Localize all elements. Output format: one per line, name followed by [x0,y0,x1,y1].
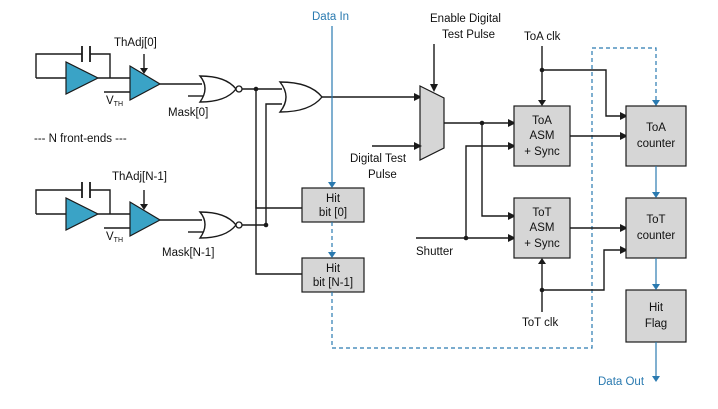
hit-bit-n-1-line1: Hit [326,263,341,275]
capacitor-icon [81,46,91,62]
enable-test-pulse-line1: Enable Digital [430,13,501,25]
tot-counter-line2: counter [637,230,676,242]
nor-gate-icon [198,211,237,239]
hit-bit-n-1-block [301,257,365,293]
capacitor-icon [81,182,91,198]
hit-flag-line1: Hit [649,302,664,314]
thadj-n-1-label: ThAdj[N-1] [112,171,167,183]
preamp-icon [65,61,100,95]
hit-flag-block [625,289,687,343]
discriminator-icon [129,64,162,101]
toa-counter-line2: counter [637,138,676,150]
mask-0-label: Mask[0] [168,107,208,119]
hit-bit-0-line2: bit [0] [319,207,347,219]
thadj-0-label: ThAdj[0] [114,37,157,49]
discriminator-icon [129,200,162,237]
n-front-ends-label: --- N front-ends --- [34,133,127,145]
front-end-0: ThAdj[0] VTH Mask[0] [35,37,243,119]
vth-label: VTH [106,231,123,244]
tot-counter-line1: ToT [646,214,665,226]
vth-label: VTH [106,95,123,108]
hit-flag-line2: Flag [645,318,667,330]
toa-asm-line2: ASM [530,130,555,142]
front-end-n-1: ThAdj[N-1] VTH Mask[N-1] [35,171,243,259]
tot-clk-label: ToT clk [522,317,558,329]
toa-asm-line1: ToA [532,115,552,127]
digital-test-pulse-line1: Digital Test [350,153,407,165]
digital-test-pulse-line2: Pulse [368,169,397,181]
preamp-icon [65,197,100,231]
multiplexer-icon [419,85,445,161]
toa-counter-line1: ToA [646,122,666,134]
hit-bit-n-1-line2: bit [N-1] [313,277,353,289]
mask-n-1-label: Mask[N-1] [162,247,214,259]
toa-counter-block [625,105,687,167]
enable-test-pulse-line2: Test Pulse [442,29,495,41]
tot-asm-line1: ToT [532,207,551,219]
tot-asm-line3: + Sync [524,238,560,250]
shutter-label: Shutter [416,246,453,258]
hit-bit-0-line1: Hit [326,193,341,205]
or-gate-icon [278,81,323,113]
toa-asm-line3: + Sync [524,146,560,158]
hit-bit-0-block [301,187,365,223]
tot-counter-block [625,197,687,259]
toa-clk-label: ToA clk [524,31,561,43]
data-out-label: Data Out [598,376,645,388]
data-in-label: Data In [312,11,349,23]
tot-asm-block [513,197,571,259]
tot-asm-line2: ASM [530,222,555,234]
nor-gate-icon [198,75,237,103]
